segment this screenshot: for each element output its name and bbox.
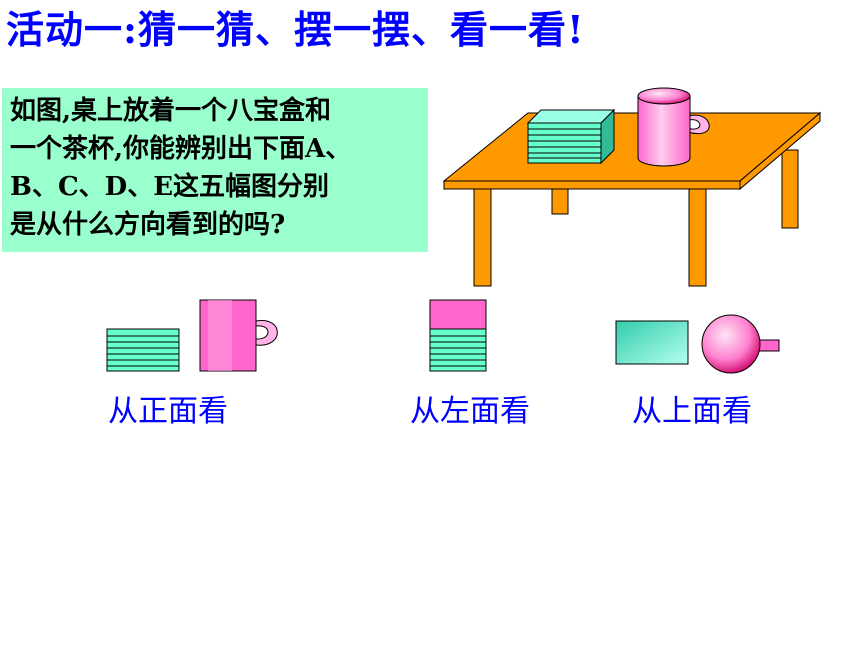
table bbox=[442, 111, 822, 287]
top-view-cup-handle bbox=[757, 339, 780, 352]
left-view-cup bbox=[429, 299, 487, 331]
left-view bbox=[429, 299, 487, 372]
table-top-front-edge bbox=[443, 180, 741, 190]
front-view-box bbox=[106, 328, 180, 372]
question-panel: 如图,桌上放着一个八宝盒和 一个茶杯,你能辨别出下面A、 B、C、D、E这五幅图… bbox=[2, 88, 428, 252]
table-leg-front-left bbox=[473, 185, 492, 287]
front-view bbox=[106, 299, 278, 372]
table-leg-back-right bbox=[781, 149, 799, 229]
table-top bbox=[442, 112, 822, 182]
tea-cup bbox=[637, 87, 710, 167]
slide-title: 活动一:猜一猜、摆一摆、看一看! bbox=[6, 7, 585, 52]
caption-left-view: 从左面看 bbox=[410, 394, 530, 429]
table-leg-front-right bbox=[688, 185, 707, 287]
top-view-cup bbox=[701, 314, 761, 374]
top-view-box bbox=[615, 320, 689, 365]
table-top-side-edge bbox=[739, 111, 821, 191]
left-view-box bbox=[429, 328, 487, 372]
top-view bbox=[615, 314, 780, 374]
table-leg-back-left bbox=[551, 185, 569, 215]
treasure-box bbox=[526, 108, 616, 165]
caption-top-view: 从上面看 bbox=[632, 394, 752, 429]
caption-front-view: 从正面看 bbox=[108, 394, 228, 429]
question-text: 如图,桌上放着一个八宝盒和 一个茶杯,你能辨别出下面A、 B、C、D、E这五幅图… bbox=[10, 96, 352, 240]
